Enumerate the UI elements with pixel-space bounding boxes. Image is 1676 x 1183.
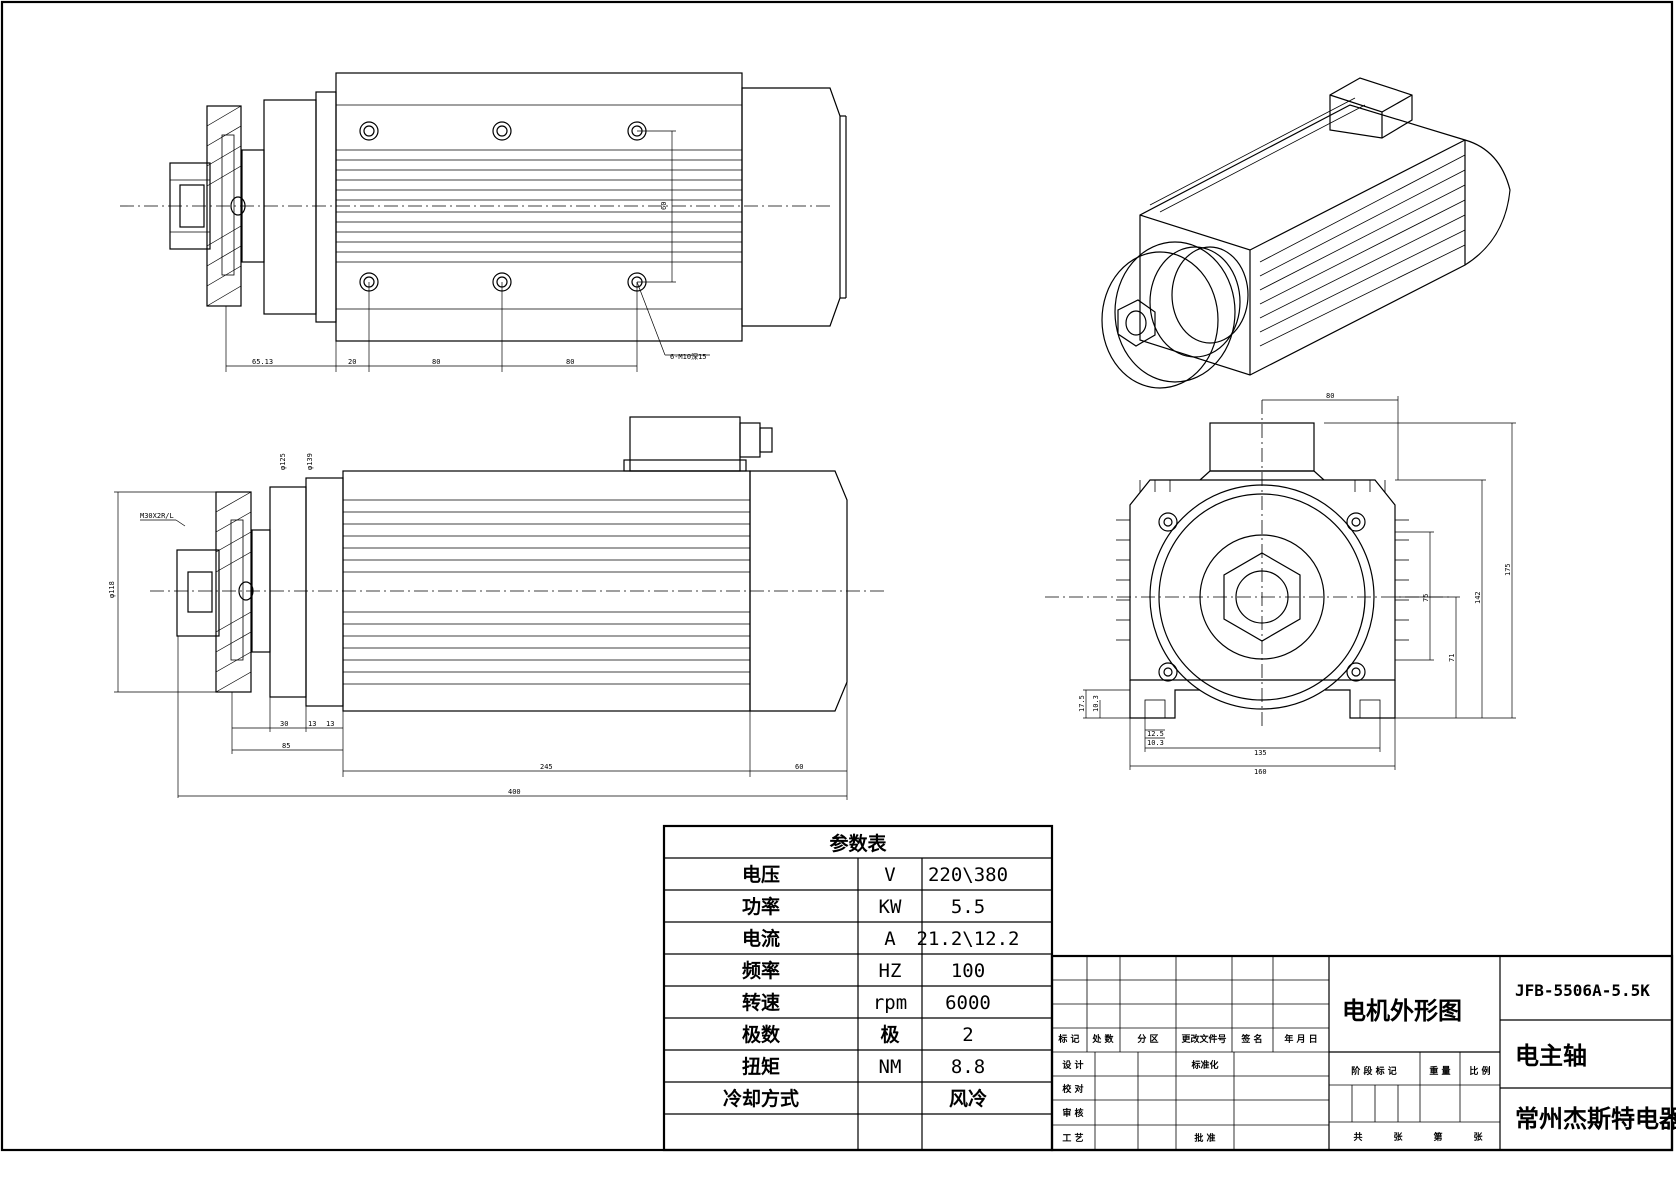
standardize-label: 标准化: [1190, 1059, 1218, 1071]
param-name: 冷却方式: [723, 1087, 799, 1110]
role-label: 设 计: [1062, 1059, 1083, 1071]
param-unit: V: [884, 864, 895, 886]
role-label: 工 艺: [1062, 1132, 1083, 1144]
param-value: 21.2\12.2: [917, 928, 1020, 950]
approve-label: 批 准: [1194, 1132, 1215, 1144]
param-value: 8.8: [951, 1056, 985, 1078]
sheet-label: 共: [1353, 1131, 1362, 1143]
param-name: 频率: [742, 959, 780, 982]
sheet-label: 张: [1393, 1131, 1403, 1143]
dim-label: M30X2R/L: [140, 512, 174, 520]
param-value: 220\380: [928, 864, 1008, 886]
product-name: 电主轴: [1515, 1042, 1587, 1070]
dim-label: 13: [308, 720, 316, 728]
side-view-dim-labels: φ125 φ139 φ118 M30X2R/L 30 13 13 85 245 …: [108, 453, 803, 796]
rev-header: 更改文件号: [1181, 1033, 1226, 1045]
param-value: 5.5: [951, 896, 985, 918]
sheet-label: 张: [1473, 1131, 1483, 1143]
param-unit: NM: [879, 1056, 902, 1078]
dim-label: 85: [282, 742, 290, 750]
param-unit: rpm: [873, 992, 907, 1014]
dim-label: 10.3: [1147, 739, 1164, 747]
end-view-dim-labels: 80 175 142 75 71 17.5 10.3 12.5 10.3 135…: [1078, 392, 1512, 776]
dim-label: 400: [508, 788, 521, 796]
param-name: 转速: [742, 991, 780, 1014]
param-value: 2: [962, 1024, 973, 1046]
company-name: 常州杰斯特电器: [1515, 1105, 1676, 1133]
dim-label: 6-M10深15: [670, 352, 707, 361]
top-view: [120, 72, 847, 372]
rev-header: 年 月 日: [1284, 1033, 1317, 1045]
stage-header: 阶 段 标 记: [1351, 1065, 1396, 1077]
dim-label: φ139: [306, 453, 314, 470]
dim-label: φ118: [108, 581, 116, 598]
rev-header: 标 记: [1057, 1033, 1079, 1045]
dim-label: 60: [660, 202, 668, 210]
dim-label: 30: [280, 720, 288, 728]
dim-label: 10.3: [1092, 695, 1100, 712]
parameter-table: 参数表 电压 V 220\380 功率 KW 5.5 电流 A 21.2\12.…: [662, 824, 1054, 1152]
dim-label: 80: [432, 358, 440, 366]
dim-label: 135: [1254, 749, 1267, 757]
dim-label: 75: [1422, 594, 1430, 602]
side-view: [114, 416, 885, 800]
dim-label: 71: [1448, 654, 1456, 662]
param-table-title: 参数表: [829, 832, 887, 855]
dim-label: 245: [540, 763, 553, 771]
param-unit: KW: [879, 896, 902, 918]
dim-label: 20: [348, 358, 356, 366]
weight-header: 重 量: [1429, 1065, 1450, 1077]
param-value: 6000: [945, 992, 991, 1014]
rev-header: 分 区: [1137, 1033, 1158, 1045]
title-block: 标 记 处 数 分 区 更改文件号 签 名 年 月 日 设 计 校 对 审 核 …: [1050, 954, 1676, 1152]
rev-header: 签 名: [1240, 1033, 1262, 1045]
end-view: [1045, 396, 1516, 770]
rev-header: 处 数: [1091, 1033, 1114, 1045]
param-name: 功率: [742, 895, 780, 918]
param-unit: 极: [880, 1023, 900, 1046]
role-label: 审 核: [1062, 1107, 1083, 1119]
param-unit: A: [884, 928, 896, 950]
param-name: 扭矩: [742, 1055, 780, 1078]
param-value: 100: [951, 960, 985, 982]
param-name: 极数: [742, 1023, 781, 1046]
dim-label: 142: [1474, 591, 1482, 604]
param-value: 风冷: [949, 1087, 987, 1110]
model-number: JFB-5506A-5.5K: [1515, 981, 1650, 1000]
dim-label: 13: [326, 720, 334, 728]
dim-label: 160: [1254, 768, 1267, 776]
dim-label: 65.13: [252, 358, 273, 366]
dim-label: φ125: [279, 453, 287, 470]
dim-label: 60: [795, 763, 803, 771]
scale-header: 比 例: [1469, 1065, 1490, 1077]
dim-label: 17.5: [1078, 695, 1086, 712]
dim-label: 80: [1326, 392, 1334, 400]
isometric-view: [1101, 77, 1511, 389]
param-unit: HZ: [879, 960, 902, 982]
top-view-dim-labels: 65.13 20 80 80 60 6-M10深15: [252, 202, 707, 366]
drawing-title: 电机外形图: [1342, 997, 1462, 1025]
param-name: 电流: [742, 927, 780, 950]
dim-label: 12.5: [1147, 730, 1164, 738]
role-label: 校 对: [1062, 1083, 1083, 1095]
dim-label: 175: [1504, 563, 1512, 576]
sheet-label: 第: [1433, 1131, 1442, 1143]
dim-label: 80: [566, 358, 574, 366]
param-name: 电压: [742, 863, 780, 886]
